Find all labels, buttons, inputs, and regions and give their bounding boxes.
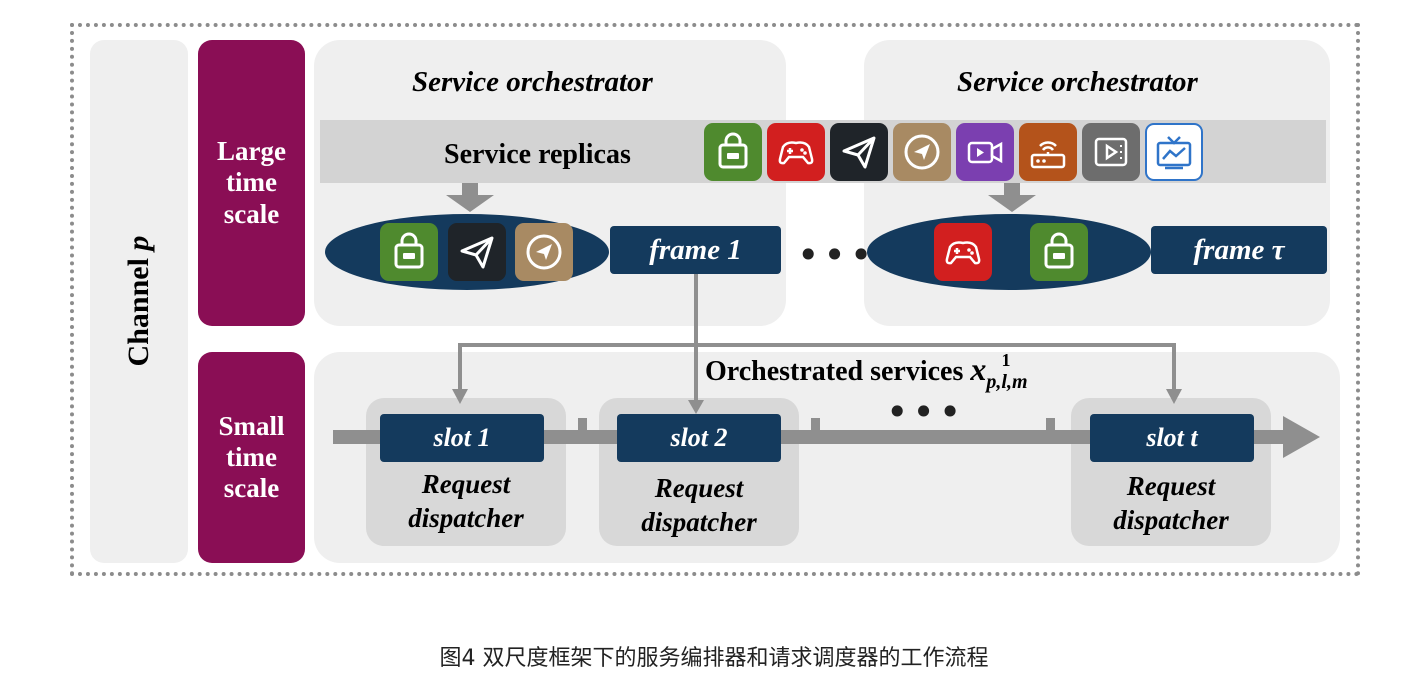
small-scale-line1: Small: [218, 410, 285, 441]
large-scale-line3: scale: [223, 198, 280, 229]
small-time-scale-box: Small time scale: [198, 352, 305, 563]
selected-services-right: [867, 214, 1151, 290]
request-dispatcher-t: Request dispatcher: [1113, 471, 1229, 535]
large-scale-line2: time: [226, 167, 277, 198]
router-icon: [1019, 123, 1077, 181]
channel-panel: [90, 40, 188, 563]
video-camera-icon: [956, 123, 1014, 181]
video-player-icon: [1082, 123, 1140, 181]
service-replicas-label: Service replicas: [444, 139, 631, 170]
request-dispatcher-1: Request dispatcher: [408, 469, 524, 533]
large-scale-line1: Large: [217, 136, 286, 167]
orchestrator-right-title: Service orchestrator: [957, 66, 1198, 98]
gamepad-icon: [934, 223, 992, 281]
paper-plane-icon: [448, 223, 506, 281]
tv-icon: [1145, 123, 1203, 181]
figure-caption: 图4 双尺度框架下的服务编排器和请求调度器的工作流程: [439, 646, 989, 671]
frame-tau-box: frame τ: [1151, 226, 1327, 274]
shopping-bag-icon: [380, 223, 438, 281]
request-dispatcher-2: Request dispatcher: [641, 473, 757, 537]
navigation-icon: [893, 123, 951, 181]
large-time-scale-box: Large time scale: [198, 40, 305, 326]
slot-t-box: slot t: [1090, 414, 1254, 462]
small-scale-line2: time: [226, 441, 277, 472]
orchestrator-left-title: Service orchestrator: [412, 66, 653, 98]
frame-ellipsis: •••: [797, 233, 877, 277]
slot-1-box: slot 1: [380, 414, 544, 462]
slot-2-box: slot 2: [617, 414, 781, 462]
small-scale-line3: scale: [223, 473, 280, 504]
frame-1-box: frame 1: [610, 226, 781, 274]
navigation-icon: [515, 223, 573, 281]
paper-plane-icon: [830, 123, 888, 181]
shopping-bag-icon: [1030, 223, 1088, 281]
orchestrated-services-label: Orchestrated services xp,l,m1: [705, 350, 1028, 393]
dotted-border: [70, 23, 1360, 576]
shopping-bag-icon: [704, 123, 762, 181]
gamepad-icon: [767, 123, 825, 181]
slot-ellipsis: •••: [886, 390, 966, 434]
